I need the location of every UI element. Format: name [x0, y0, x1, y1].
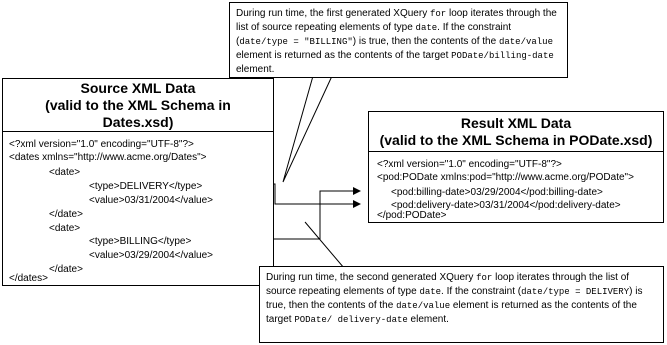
source-line: <type>DELIVERY</type> — [89, 181, 203, 192]
result-xml-box: Result XML Data (valid to the XML Schema… — [368, 111, 664, 223]
callout-code: for — [476, 273, 493, 283]
result-line: </pod:PODate> — [377, 210, 447, 221]
result-line: <pod:PODate xmlns:pod="http://www.acme.o… — [377, 172, 634, 183]
callout-text: . If the constraint ( — [441, 286, 522, 297]
callout-text: During run time, the second generated XQ… — [266, 272, 477, 283]
callout-code: date/value — [396, 301, 451, 311]
bottom-callout: During run time, the second generated XQ… — [259, 266, 664, 343]
source-line: <date> — [49, 167, 81, 178]
source-line: <?xml version="1.0" encoding="UTF-8"?> — [9, 139, 194, 150]
callout-text: ) is true, then the contents of the — [266, 286, 643, 311]
result-line: <pod:billing-date>03/29/2004</pod:billin… — [391, 187, 603, 198]
result-subtitle: (valid to the XML Schema in PODate.xsd) — [379, 132, 653, 148]
callout-code: date/type = "BILLING" — [239, 37, 353, 47]
callout-text: element. — [236, 64, 275, 75]
result-line: <pod:delivery-date>03/31/2004</pod:deliv… — [391, 200, 621, 211]
callout-code: for — [429, 9, 447, 19]
source-line: </dates> — [9, 273, 48, 284]
callout-text: . If the constraint ( — [236, 22, 512, 47]
source-subtitle: (valid to the XML Schema in — [45, 97, 231, 113]
callout-code: PODate/ delivery-date — [294, 315, 408, 325]
source-line: <value>03/29/2004</value> — [89, 250, 213, 261]
callout-text: element is returned as the contents of t… — [236, 50, 452, 61]
top-callout-pointer — [282, 75, 333, 183]
result-header: Result XML Data (valid to the XML Schema… — [369, 112, 663, 152]
result-line: <?xml version="1.0" encoding="UTF-8"?> — [377, 159, 562, 170]
source-line: <value>03/31/2004</value> — [89, 195, 213, 206]
result-title: Result XML Data — [460, 115, 572, 131]
source-line: <dates xmlns="http://www.acme.org/Dates"… — [9, 152, 207, 163]
bottom-callout-pointer — [304, 221, 362, 269]
callout-code: date/value — [498, 37, 553, 47]
callout-text: loop iterates through the list of source… — [266, 272, 630, 297]
callout-text: element is returned as the contents of t… — [266, 300, 637, 325]
callout-code: PODate/billing-date — [451, 51, 554, 61]
source-title: Source XML Data — [80, 80, 196, 96]
callout-text: ) is true, then the contents of the — [352, 36, 499, 47]
callout-code: date/type = DELIVERY — [521, 287, 630, 297]
callout-code: date — [419, 287, 442, 297]
source-xml-box: Source XML Data (valid to the XML Schema… — [2, 78, 274, 286]
callout-text: loop iterates through the list of source… — [236, 8, 557, 33]
source-subtitle: Dates.xsd) — [102, 114, 174, 130]
source-header: Source XML Data (valid to the XML Schema… — [3, 79, 273, 132]
source-line: </date> — [49, 264, 83, 275]
callout-text: During run time, the first generated XQu… — [236, 8, 430, 19]
callout-code: date — [415, 23, 438, 33]
source-line: <date> — [49, 223, 81, 234]
top-callout: During run time, the first generated XQu… — [229, 2, 568, 78]
callout-text: element. — [407, 314, 449, 325]
source-line: </date> — [49, 209, 83, 220]
source-line: <type>BILLING</type> — [89, 236, 192, 247]
